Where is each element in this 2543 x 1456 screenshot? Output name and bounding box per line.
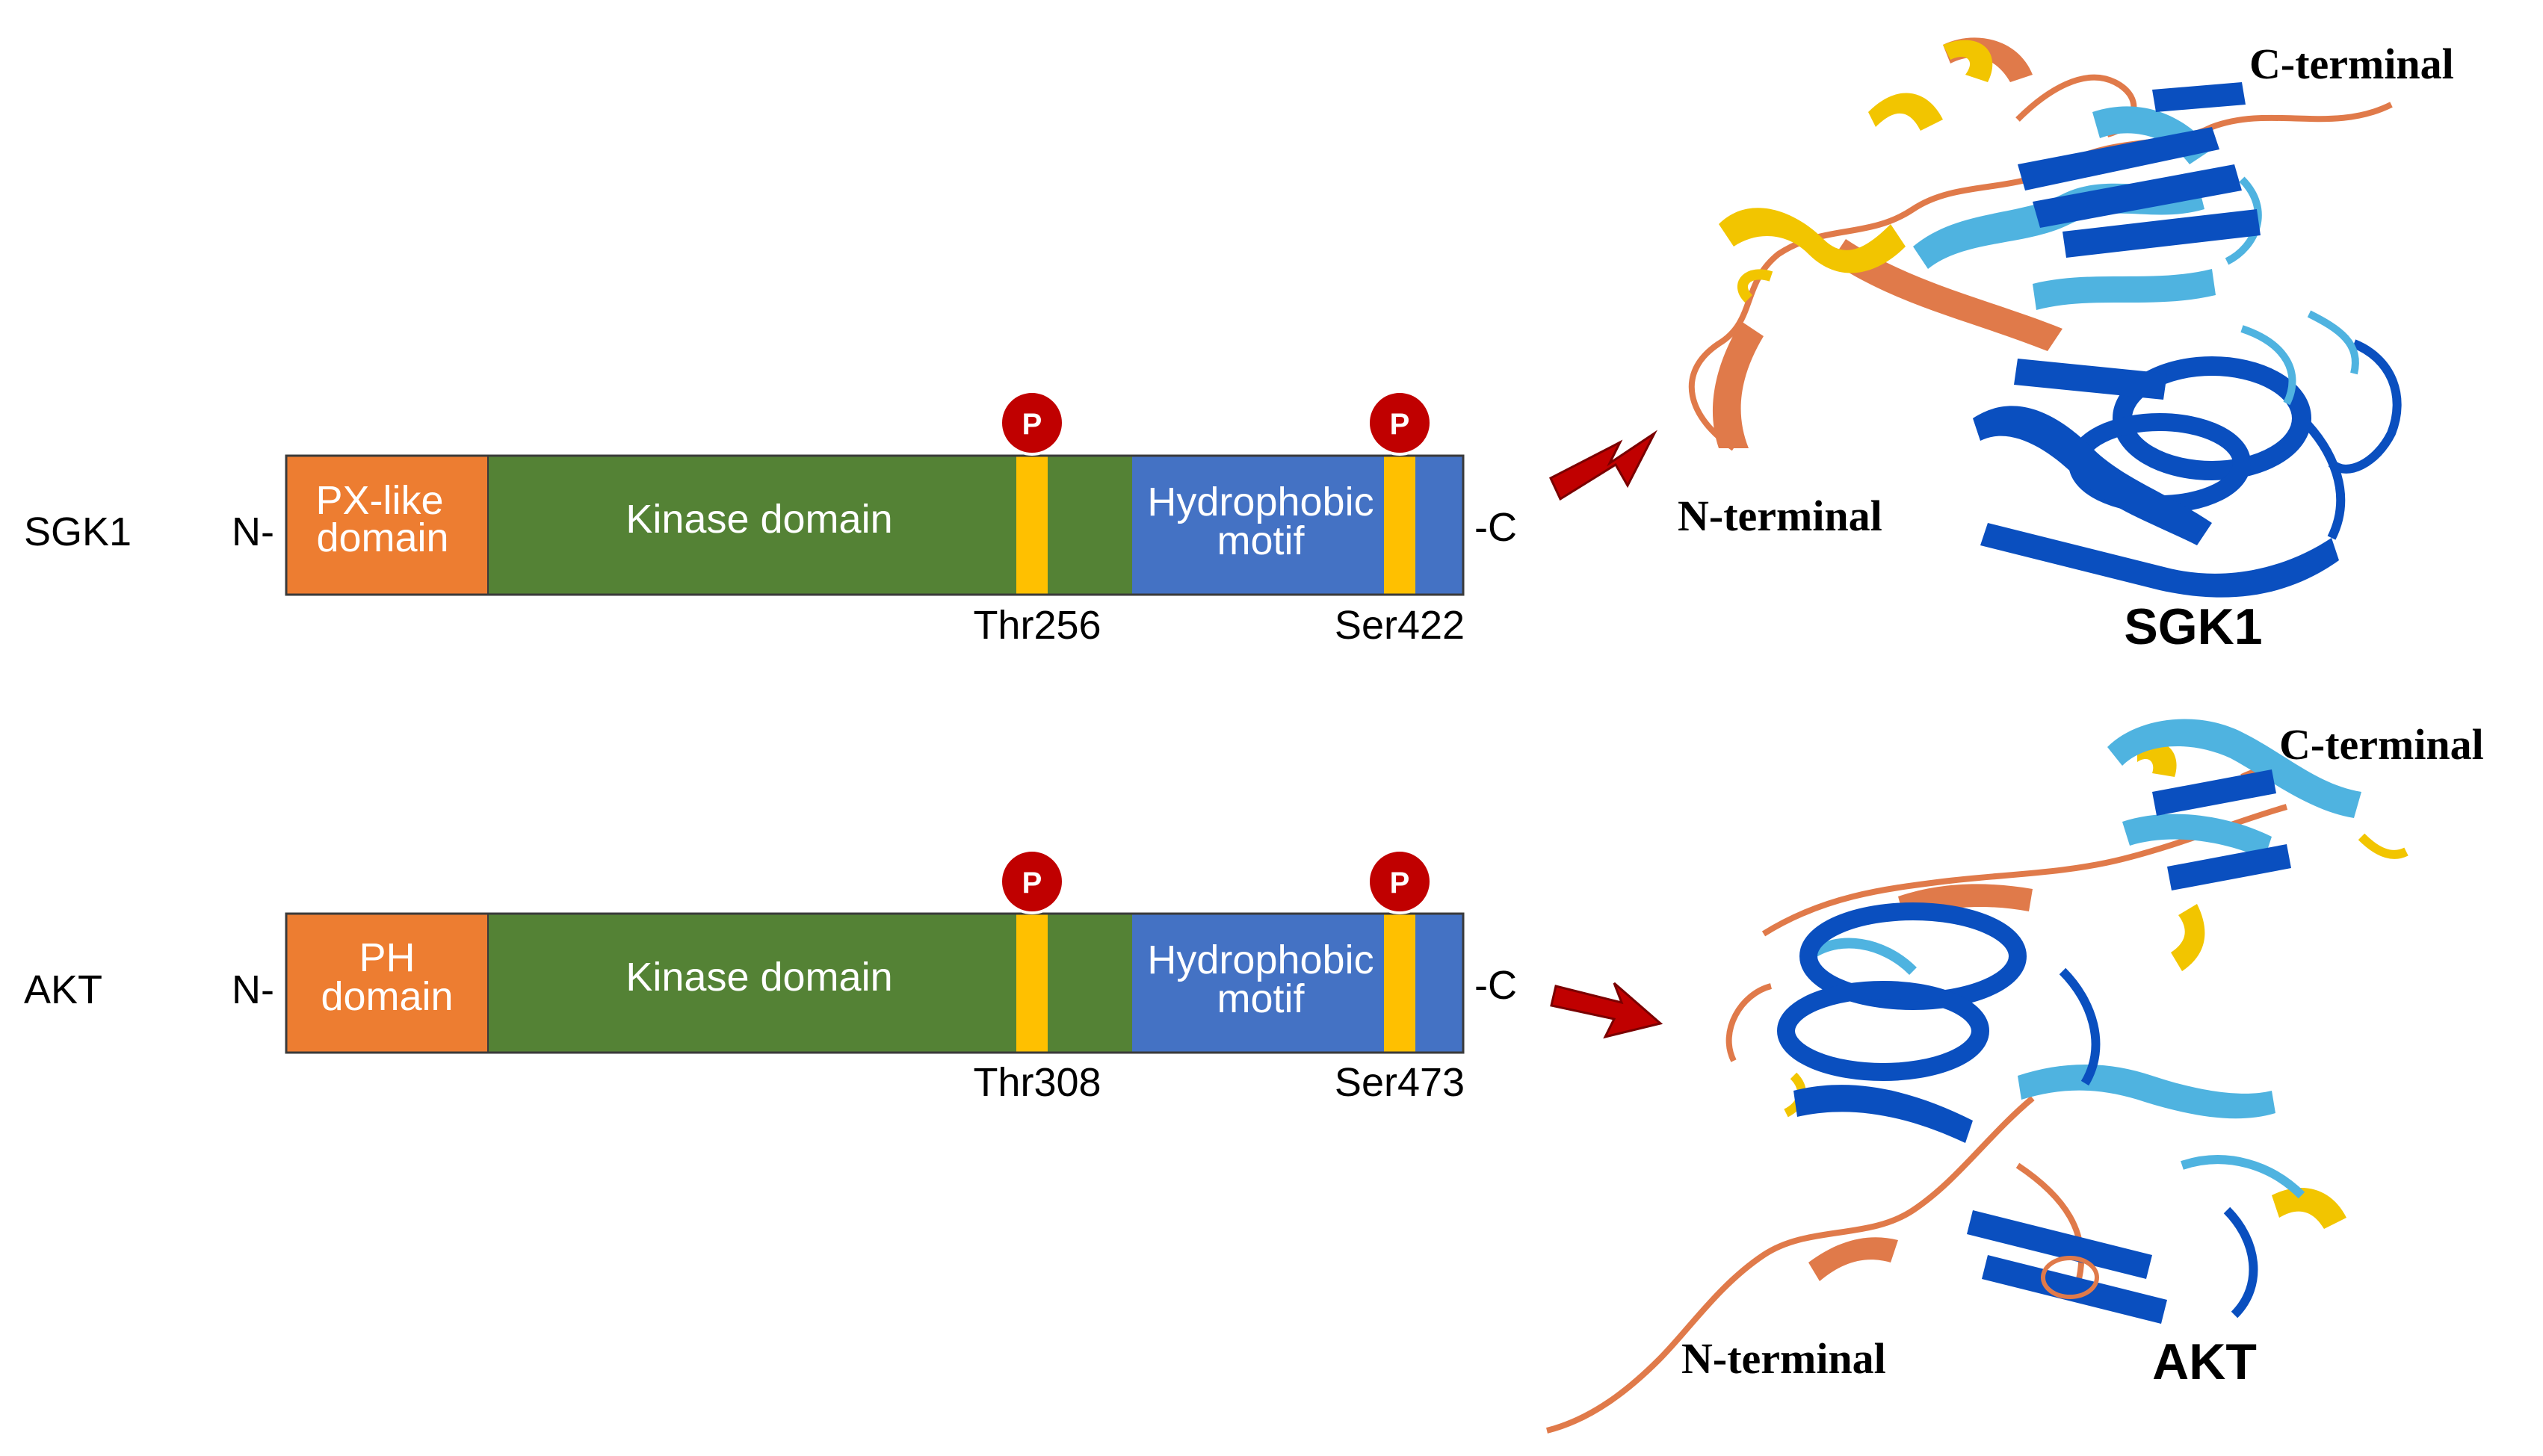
svg-text:P: P bbox=[1022, 867, 1042, 899]
sgk1-site-thr256-marker bbox=[1016, 456, 1048, 595]
phospho-circle-icon bbox=[1367, 849, 1433, 914]
akt-hydrophobic-line2: motif bbox=[1217, 976, 1305, 1021]
sgk1-protein-ribbon-icon bbox=[1688, 37, 2402, 598]
sgk1-hydrophobic-line1: Hydrophobic bbox=[1147, 480, 1374, 524]
sgk1-arrow-icon bbox=[1549, 430, 1657, 501]
akt-row: AKT N- PH domain Kinase domain Hydrophob… bbox=[24, 849, 1663, 1105]
akt-row-label: AKT bbox=[24, 967, 102, 1012]
svg-text:P: P bbox=[1390, 867, 1410, 899]
phospho-circle-icon bbox=[1367, 390, 1433, 456]
akt-n-terminal-label: N-terminal bbox=[1681, 1334, 1886, 1383]
akt-domain1-line2: domain bbox=[321, 974, 453, 1019]
sgk1-site2-label: Ser422 bbox=[1335, 603, 1465, 648]
sgk1-kinase-label: Kinase domain bbox=[625, 497, 892, 542]
sgk1-bar-outline bbox=[285, 454, 1465, 596]
sgk1-phospho-2: P bbox=[1367, 390, 1433, 456]
sgk1-site-ser422-marker bbox=[1384, 456, 1415, 595]
akt-structure-name: AKT bbox=[2152, 1333, 2257, 1390]
sgk1-c-terminal-label: C-terminal bbox=[2249, 40, 2454, 88]
phospho-circle-icon bbox=[999, 390, 1065, 456]
akt-site-ser473-marker bbox=[1384, 914, 1415, 1053]
akt-c-terminal-label: C-terminal bbox=[2279, 720, 2484, 769]
phospho-circle-icon bbox=[999, 849, 1065, 914]
akt-domain-bar bbox=[285, 912, 1465, 1054]
sgk1-domain1-line2: domain bbox=[316, 515, 448, 560]
svg-text:P: P bbox=[1390, 408, 1410, 441]
sgk1-n-terminal-label: N-terminal bbox=[1678, 492, 1882, 540]
sgk1-structure: C-terminal N-terminal SGK1 bbox=[1678, 37, 2454, 655]
akt-protein-ribbon-icon bbox=[1546, 719, 2408, 1434]
sgk1-phospho-1: P bbox=[999, 390, 1065, 456]
sgk1-c-term-label: -C bbox=[1474, 505, 1517, 550]
akt-arrow-icon bbox=[1550, 982, 1663, 1039]
akt-ph-domain bbox=[286, 914, 488, 1053]
akt-site2-label: Ser473 bbox=[1335, 1060, 1465, 1105]
akt-structure: C-terminal N-terminal AKT bbox=[1546, 719, 2484, 1434]
sgk1-hydrophobic-line2: motif bbox=[1217, 518, 1305, 563]
akt-bar-outline bbox=[285, 912, 1465, 1054]
sgk1-row-label: SGK1 bbox=[24, 509, 132, 554]
akt-n-term-label: N- bbox=[232, 967, 274, 1012]
sgk1-px-like-domain bbox=[286, 456, 488, 595]
sgk1-domain1-line1: PX-like bbox=[315, 478, 443, 523]
akt-kinase-label: Kinase domain bbox=[625, 955, 892, 1000]
akt-phospho-2: P bbox=[1367, 849, 1433, 914]
akt-phospho-1: P bbox=[999, 849, 1065, 914]
akt-hydrophobic-line1: Hydrophobic bbox=[1147, 938, 1374, 982]
akt-site1-label: Thr308 bbox=[973, 1060, 1101, 1105]
sgk1-structure-name: SGK1 bbox=[2124, 598, 2262, 655]
sgk1-domain-bar bbox=[285, 454, 1465, 596]
akt-site-thr308-marker bbox=[1016, 914, 1048, 1053]
akt-c-term-label: -C bbox=[1474, 963, 1517, 1008]
svg-text:P: P bbox=[1022, 408, 1042, 441]
sgk1-n-term-label: N- bbox=[232, 509, 274, 554]
akt-domain1-line1: PH bbox=[359, 935, 415, 980]
sgk1-row: SGK1 N- PX-like domain Kinase domain Hyd… bbox=[24, 390, 1657, 648]
sgk1-site1-label: Thr256 bbox=[973, 603, 1101, 648]
